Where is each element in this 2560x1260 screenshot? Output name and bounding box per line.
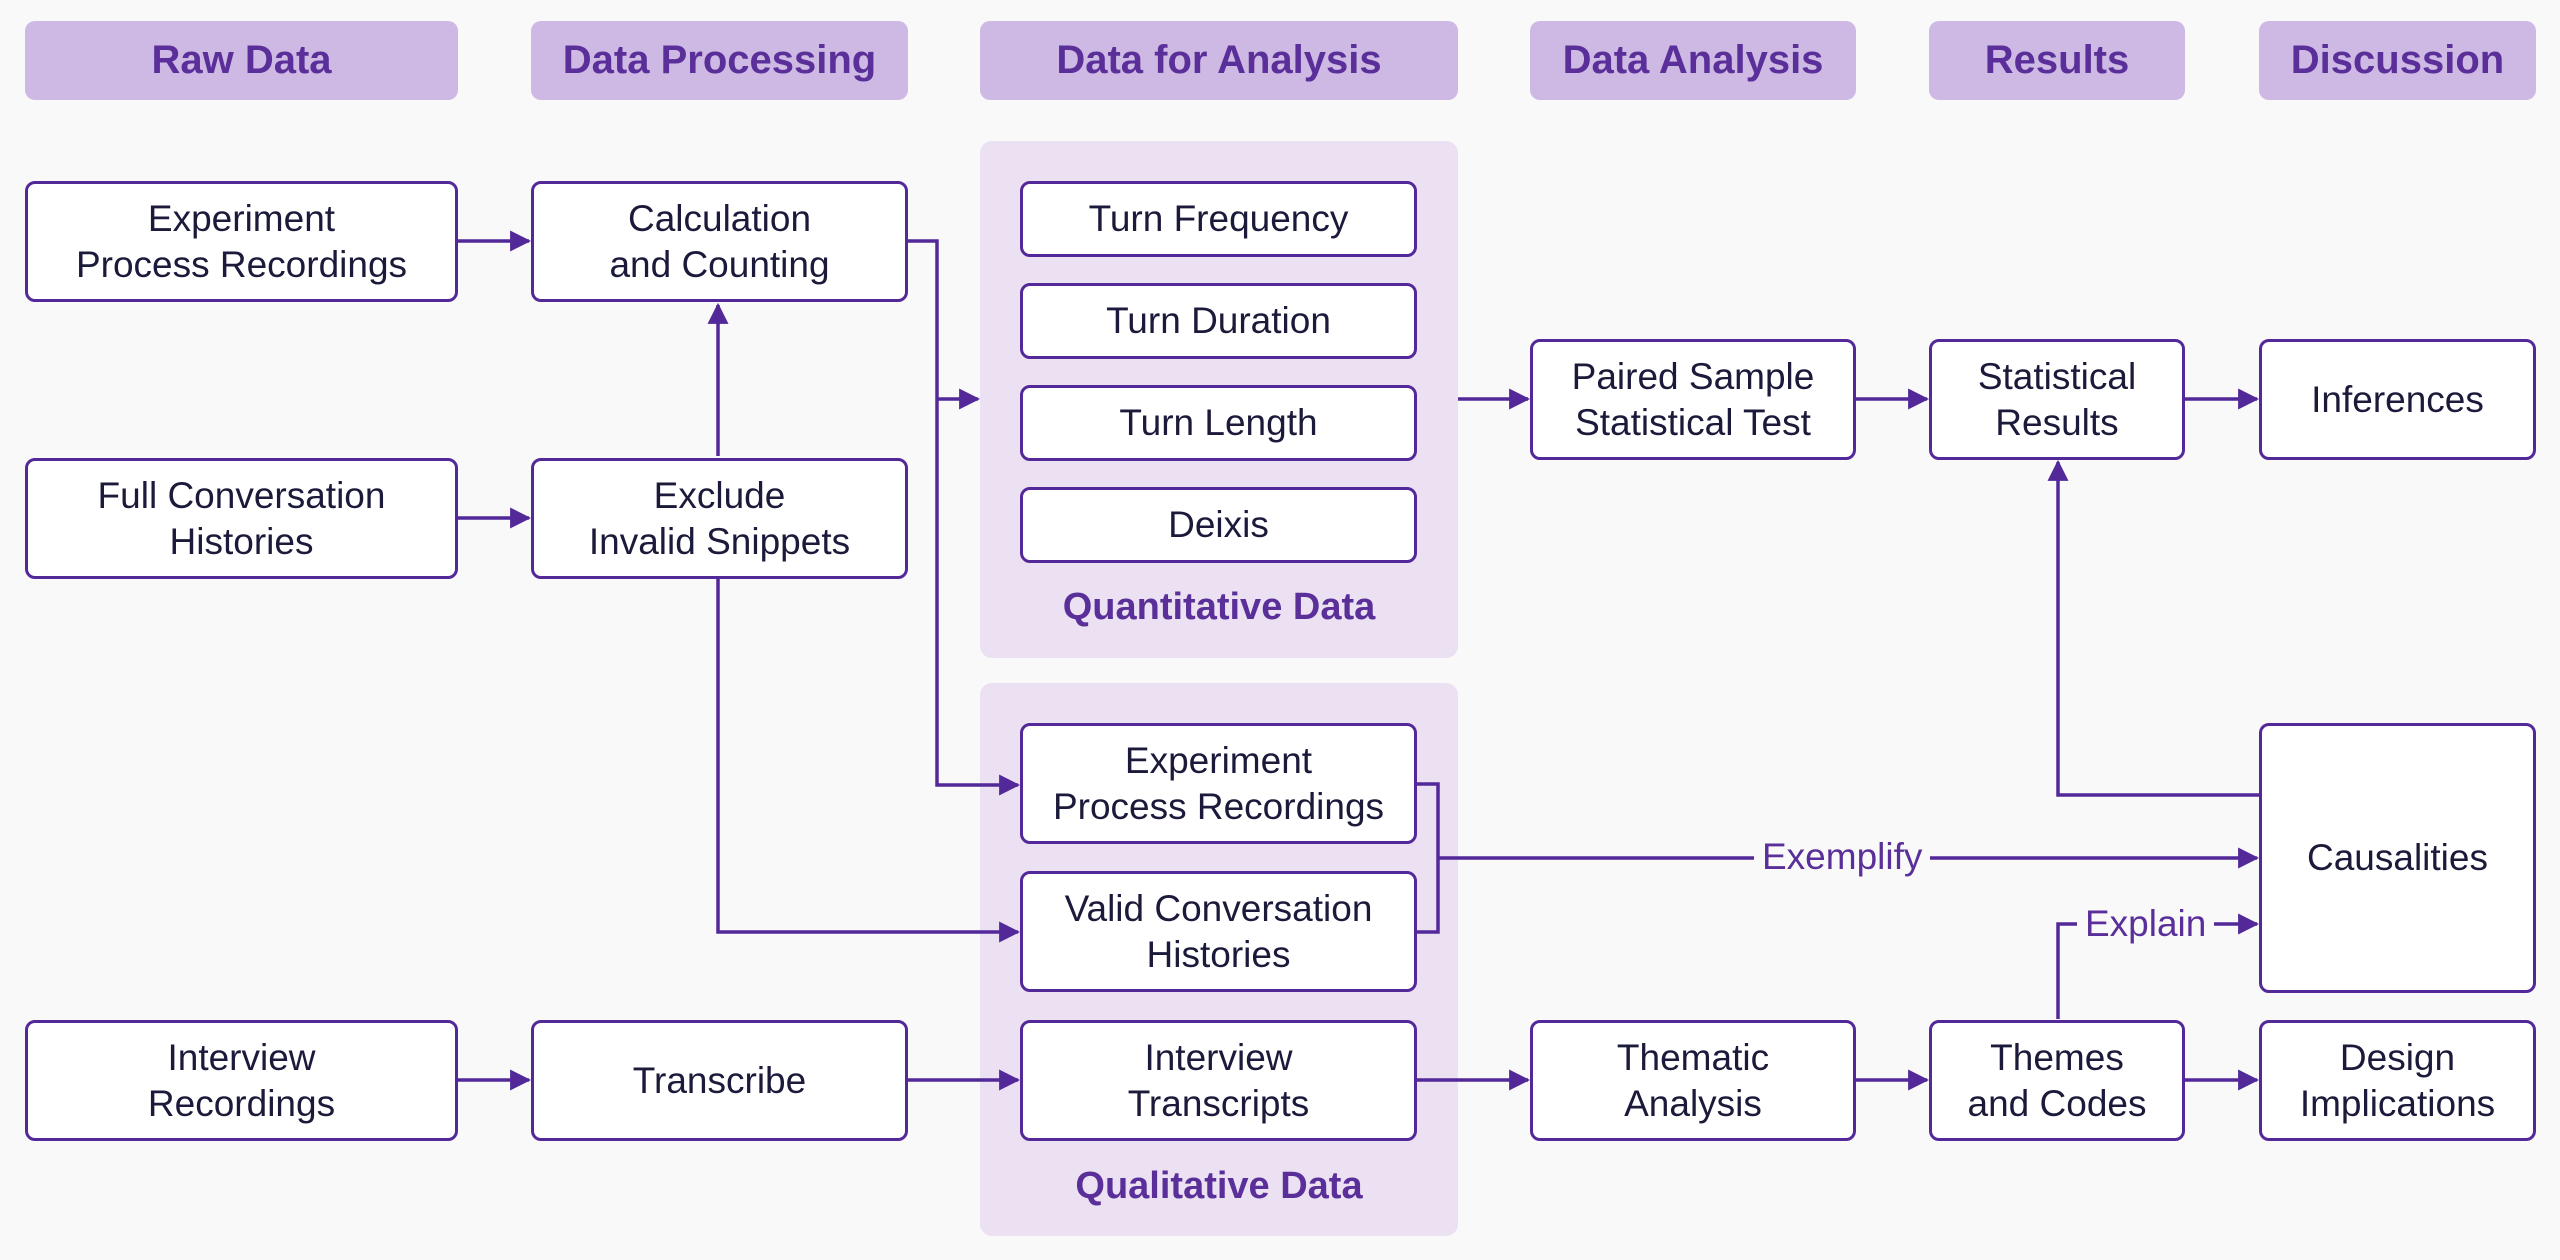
valid-conversation-histories: Valid Conversation Histories — [1020, 871, 1417, 992]
qualitative-data-label: Qualitative Data — [1075, 1165, 1363, 1207]
experiment-process-recordings-raw: Experiment Process Recordings — [25, 181, 458, 302]
header-data-processing: Data Processing — [531, 21, 908, 100]
full-conversation-histories: Full Conversation Histories — [25, 458, 458, 579]
header-data-for-analysis: Data for Analysis — [980, 21, 1458, 100]
exclude-invalid-snippets: Exclude Invalid Snippets — [531, 458, 908, 579]
header-discussion: Discussion — [2259, 21, 2536, 100]
turn-frequency: Turn Frequency — [1020, 181, 1417, 257]
arrow-causalities-to-results — [2047, 459, 2261, 797]
exemplify-label: Exemplify — [1754, 835, 1931, 879]
header-data-analysis: Data Analysis — [1530, 21, 1856, 100]
causalities: Causalities — [2259, 723, 2536, 993]
arrow-exclude-to-valid-histories — [716, 579, 1021, 943]
design-implications: Design Implications — [2259, 1020, 2536, 1141]
deixis: Deixis — [1020, 487, 1417, 563]
transcribe: Transcribe — [531, 1020, 908, 1141]
header-raw-data: Raw Data — [25, 21, 458, 100]
paired-sample-statistical-test: Paired Sample Statistical Test — [1530, 339, 1856, 460]
interview-transcripts: Interview Transcripts — [1020, 1020, 1417, 1141]
statistical-results: Statistical Results — [1929, 339, 2185, 460]
themes-and-codes: Themes and Codes — [1929, 1020, 2185, 1141]
turn-duration: Turn Duration — [1020, 283, 1417, 359]
header-results: Results — [1929, 21, 2185, 100]
calculation-and-counting: Calculation and Counting — [531, 181, 908, 302]
interview-recordings: Interview Recordings — [25, 1020, 458, 1141]
explain-label: Explain — [2077, 902, 2215, 946]
thematic-analysis: Thematic Analysis — [1530, 1020, 1856, 1141]
inferences: Inferences — [2259, 339, 2536, 460]
experiment-process-recordings-qualitative: Experiment Process Recordings — [1020, 723, 1417, 844]
turn-length: Turn Length — [1020, 385, 1417, 461]
quantitative-data-label: Quantitative Data — [1062, 586, 1376, 628]
